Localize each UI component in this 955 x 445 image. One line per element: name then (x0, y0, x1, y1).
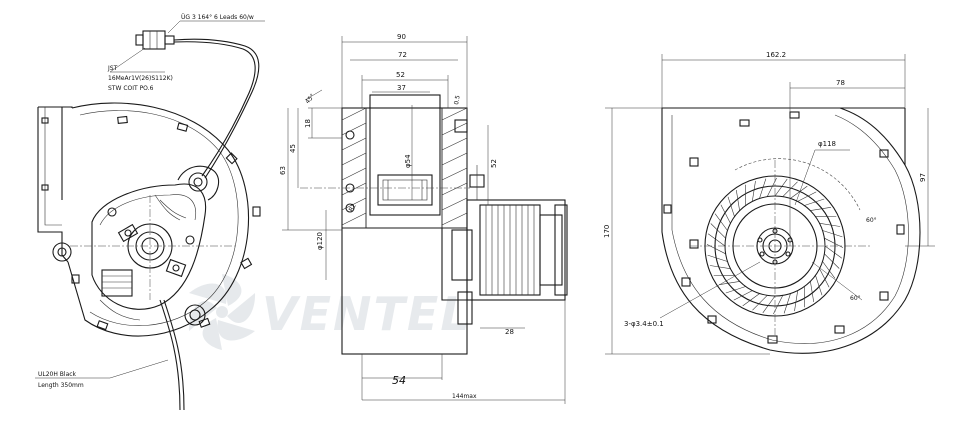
lead-wires (173, 38, 260, 179)
impeller-blade (783, 293, 791, 314)
impeller-blade (804, 198, 825, 206)
dim-h45: 45 (289, 144, 297, 153)
dim-angle-60a: 60° (866, 217, 877, 224)
dim-angle-60b: 60° (850, 295, 861, 302)
impeller-blade (810, 207, 831, 211)
connector-label-1: JST (107, 65, 118, 72)
impeller-blade (707, 254, 728, 262)
impeller-blade (819, 268, 830, 288)
impeller-blades (706, 177, 844, 315)
impeller-blade (720, 204, 731, 224)
dim-phi-120: φ120 (316, 232, 324, 250)
impeller-blade (819, 223, 841, 227)
impeller-blade (824, 245, 843, 259)
impeller-blade (719, 281, 740, 285)
impeller-blade (727, 196, 735, 217)
impeller-blade (822, 230, 843, 238)
dim-h52: 52 (490, 159, 498, 168)
impeller-blade (733, 290, 753, 301)
motor-plate (91, 183, 207, 310)
right-housing-tabs (663, 111, 905, 344)
dim-w28: 28 (505, 328, 514, 336)
dim-width-72: 72 (398, 51, 407, 59)
motor-body (451, 165, 568, 325)
scroll-tabs (71, 115, 261, 331)
impeller-blade (774, 178, 788, 197)
dim-holes: 3-φ3.4±0.1 (624, 320, 664, 328)
impeller-blade (759, 178, 767, 199)
dim-phi-118: φ118 (818, 140, 836, 148)
dim-width-52: 52 (396, 71, 405, 79)
dim-w54: 54 (392, 374, 406, 387)
dim-phi-54: φ54 (404, 154, 412, 168)
impeller-blade (742, 293, 760, 307)
impeller-blade (822, 261, 836, 279)
right-housing-outline (661, 107, 921, 354)
watermark: VENTEL (188, 274, 472, 350)
dim-height-97: 97 (919, 173, 927, 182)
left-housing-outline (37, 107, 69, 263)
impeller-blade (790, 185, 808, 199)
watermark-logo-text: VENTEL (262, 287, 472, 341)
dim-corner: R2 (348, 202, 358, 213)
dim-tag: 0.5 (453, 95, 462, 106)
impeller-blade (709, 265, 731, 269)
dim-overall: 144max (452, 393, 477, 400)
impeller-blade (824, 253, 840, 269)
connector-icon (135, 30, 175, 50)
impeller-blade (714, 213, 728, 231)
left-scroll-outline (67, 102, 250, 337)
hatched-panels (341, 107, 468, 229)
impeller-blade (797, 191, 817, 202)
dim-width-162: 162.2 (766, 51, 786, 59)
dim-width-78: 78 (836, 79, 845, 87)
impeller-blade (725, 286, 746, 294)
lead-label-2: Length 350mm (38, 382, 84, 389)
right-dimensions: 162.2 78 170 97 φ118 60° 60° 3-φ3.4±0.1 (603, 51, 935, 355)
impeller-blade (736, 190, 740, 211)
wire-spec-label: ÜG 3 164° 6 Leads 60/w (181, 14, 254, 21)
lead-label-1: UL20H Black (38, 371, 77, 378)
impeller-blade (824, 237, 844, 248)
middle-view: 90 72 52 37 18 45 63 φ54 52 φ120 28 (279, 33, 568, 404)
impeller-blade (752, 180, 756, 202)
dim-width-37: 37 (397, 84, 406, 92)
impeller-blade (810, 281, 814, 302)
dim-h63: 63 (279, 166, 287, 175)
connector-label-2: 16MeAr1V(26)S112K) (108, 75, 173, 82)
dim-top-width: 90 (397, 33, 406, 41)
impeller-section (369, 94, 441, 216)
dim-height-170: 170 (603, 225, 611, 238)
right-view: 162.2 78 170 97 φ118 60° 60° 3-φ3.4±0.1 (603, 51, 935, 355)
impeller-blade (710, 223, 726, 239)
dim-h18: 18 (304, 119, 312, 128)
impeller-blade (762, 295, 776, 314)
impeller-blade (794, 290, 798, 312)
middle-dimensions: 90 72 52 37 18 45 63 φ54 52 φ120 28 (279, 33, 566, 404)
impeller-blade (815, 275, 823, 296)
impeller-blade (752, 295, 768, 311)
left-view: ÜG 3 164° 6 Leads 60/w JST 16MeAr1V(26)S… (35, 14, 265, 411)
connector-label-3: STW COIT PO.6 (108, 85, 154, 92)
impeller-blade (707, 233, 726, 247)
